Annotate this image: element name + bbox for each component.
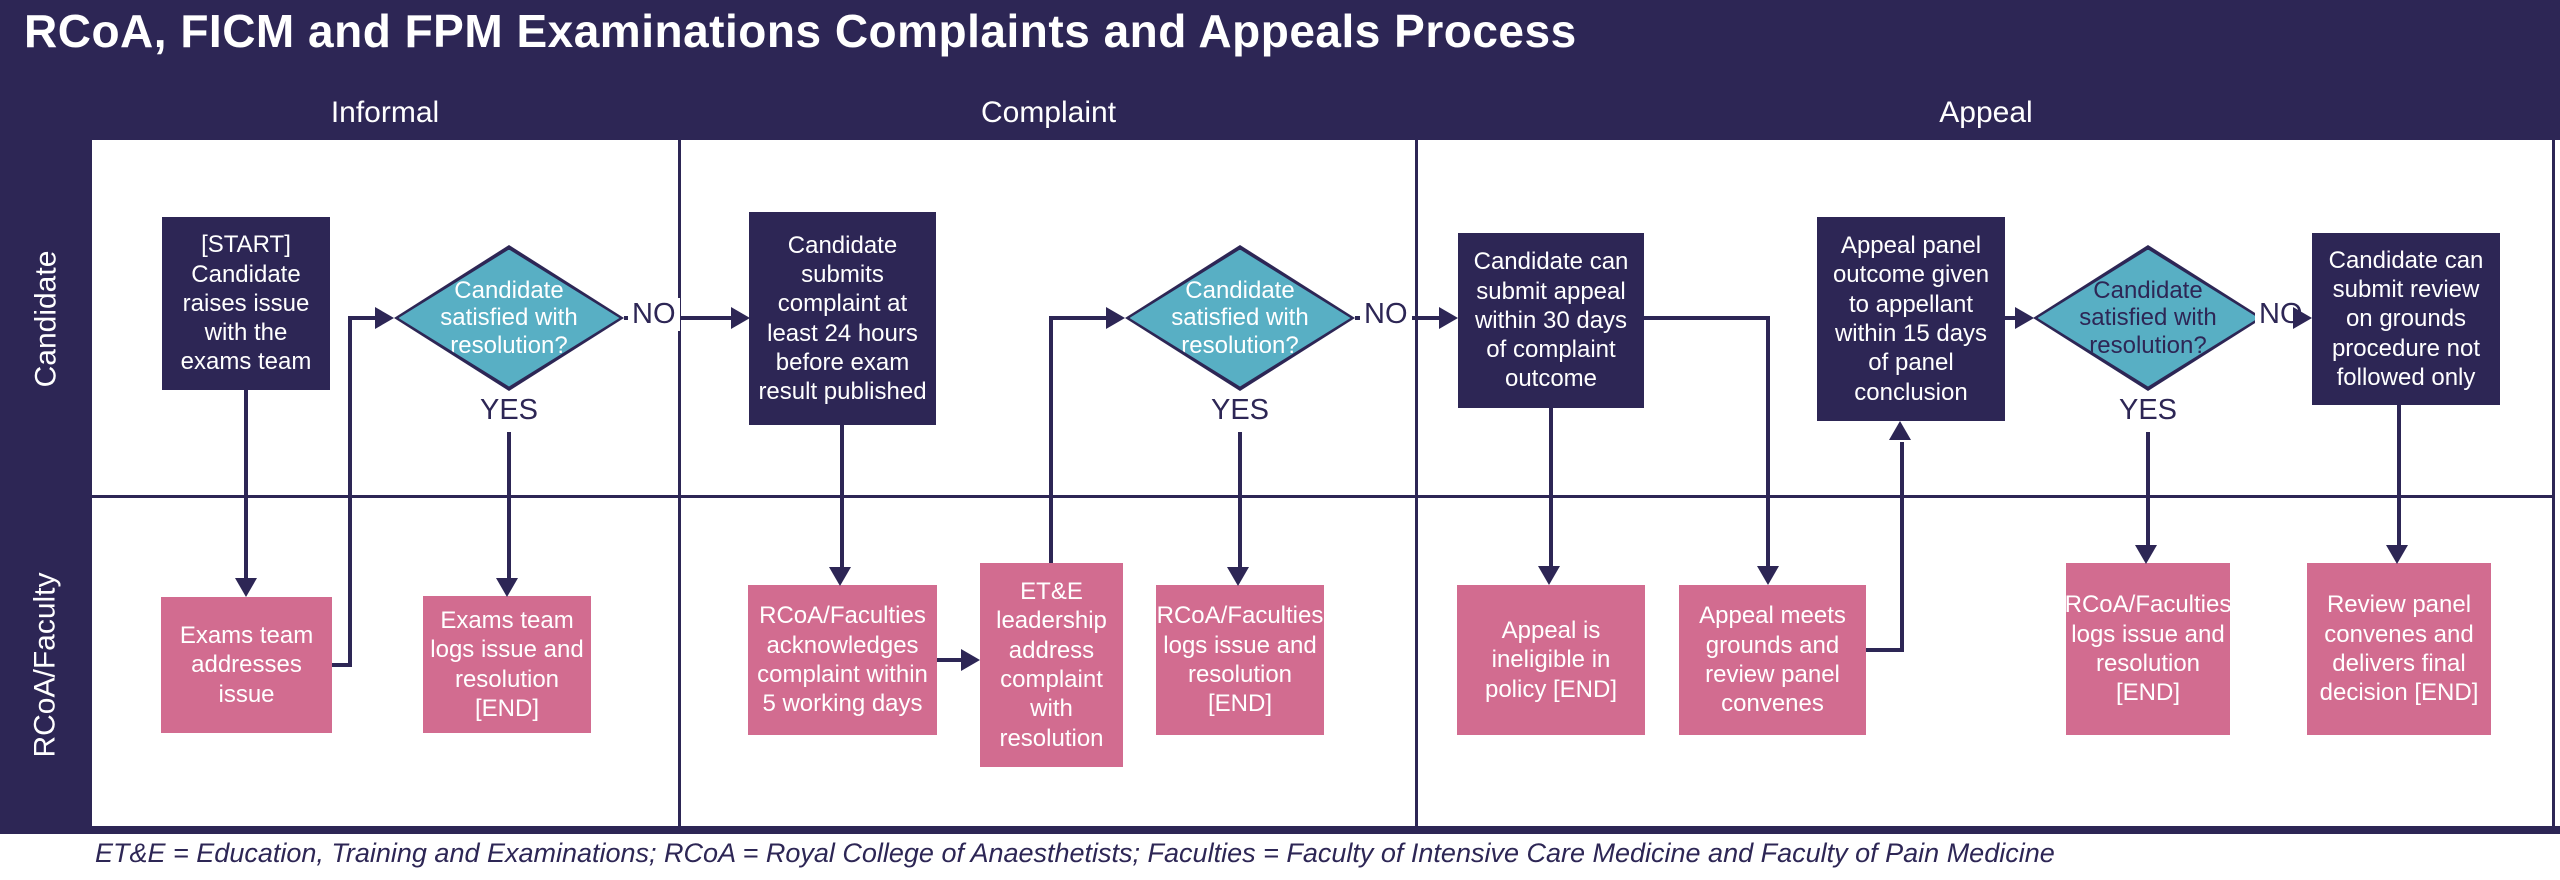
- connector-exams-elbow-h: [332, 663, 352, 667]
- no-label-1: NO: [628, 298, 680, 331]
- exams-addresses-node: Exams team addresses issue: [161, 597, 332, 733]
- connector-start-to-exams: [244, 390, 248, 578]
- column-divider-1: [678, 140, 681, 826]
- connector-appeal-to-ineligible: [1549, 408, 1553, 566]
- right-border: [2552, 140, 2555, 826]
- arrow-right-icon: [1439, 307, 1458, 329]
- arrow-down-icon: [2135, 545, 2157, 564]
- connector-d1-yes: [507, 432, 511, 578]
- arrow-down-icon: [1227, 567, 1249, 586]
- arrow-right-icon: [731, 307, 750, 329]
- appeal-submit-node: Candidate can submit appeal within 30 da…: [1458, 233, 1644, 408]
- column-header-appeal: Appeal: [1939, 96, 2033, 129]
- lane-label-rcoa-faculty: RCoA/Faculty: [0, 497, 92, 832]
- start-node-text: [START] Candidate raises issue with the …: [180, 231, 312, 376]
- review-submit-text: Candidate can submit review on grounds p…: [2328, 246, 2484, 391]
- connector-review-to-panel: [2397, 405, 2401, 546]
- connector-d2-yes: [1238, 432, 1242, 567]
- lane-sidebar: [0, 140, 92, 832]
- connector-meets-elbow-h: [1866, 648, 1904, 652]
- arrow-up-icon: [1889, 421, 1911, 440]
- arrow-right-icon: [2015, 307, 2034, 329]
- ete-leadership-text: ET&E leadership address complaint with r…: [996, 578, 1107, 752]
- connector-panel-to-d3: [2005, 316, 2019, 320]
- connector-exams-elbow-v: [348, 316, 352, 667]
- complaint-submit-text: Candidate submits complaint at least 24 …: [758, 231, 927, 406]
- rcoa-logs-complaint-node: RCoA/Faculties logs issue and resolution…: [1156, 585, 1324, 735]
- connector-ete-elbow-v: [1049, 316, 1053, 563]
- arrow-down-icon: [2386, 545, 2408, 564]
- connector-meets-elbow-v: [1900, 442, 1904, 652]
- review-submit-node: Candidate can submit review on grounds p…: [2312, 233, 2500, 405]
- exams-logs-node: Exams team logs issue and resolution [EN…: [423, 596, 591, 733]
- decision-diamond-3-fill: Candidate satisfied with resolution?: [2037, 249, 2259, 387]
- appeal-ineligible-text: Appeal is ineligible in policy [END]: [1484, 617, 1618, 703]
- header-bar: [0, 0, 2560, 140]
- decision-diamond-1-fill: Candidate satisfied with resolution?: [398, 249, 620, 387]
- appeal-submit-text: Candidate can submit appeal within 30 da…: [1473, 248, 1629, 393]
- rcoa-acknowledges-node: RCoA/Faculties acknowledges complaint wi…: [748, 585, 937, 735]
- yes-label-1: YES: [479, 394, 539, 426]
- connector-appeal-elbow-h: [1644, 316, 1770, 320]
- column-header-complaint: Complaint: [980, 96, 1117, 129]
- appeal-meets-text: Appeal meets grounds and review panel co…: [1699, 602, 1846, 718]
- rcoa-logs-complaint-text: RCoA/Faculties logs issue and resolution…: [1156, 602, 1324, 718]
- connector-ack-to-ete: [937, 658, 963, 662]
- arrow-right-icon: [2293, 307, 2312, 329]
- lane-label-rcoa-faculty-text: RCoA/Faculty: [29, 571, 62, 758]
- appeal-meets-node: Appeal meets grounds and review panel co…: [1679, 585, 1866, 735]
- rcoa-acknowledges-text: RCoA/Faculties acknowledges complaint wi…: [757, 602, 928, 718]
- complaint-submit-node: Candidate submits complaint at least 24 …: [749, 212, 936, 425]
- lane-label-candidate: Candidate: [0, 140, 92, 497]
- appeal-ineligible-node: Appeal is ineligible in policy [END]: [1457, 585, 1645, 735]
- yes-label-3: YES: [2118, 394, 2178, 426]
- page-title: RCoA, FICM and FPM Examinations Complain…: [24, 5, 1577, 57]
- connector-complaint-to-ack: [840, 425, 844, 567]
- footer-abbreviations: ET&E = Education, Training and Examinati…: [95, 838, 2055, 868]
- exams-logs-text: Exams team logs issue and resolution [EN…: [430, 606, 584, 722]
- arrow-down-icon: [235, 578, 257, 597]
- panel-outcome-text: Appeal panel outcome given to appellant …: [1832, 232, 1990, 406]
- review-panel-node: Review panel convenes and delivers final…: [2307, 563, 2491, 735]
- panel-outcome-node: Appeal panel outcome given to appellant …: [1817, 217, 2005, 421]
- decision-diamond-2-text: Candidate satisfied with resolution?: [1171, 276, 1309, 359]
- no-label-2: NO: [1360, 298, 1412, 331]
- yes-label-2: YES: [1210, 394, 1270, 426]
- arrow-down-icon: [1538, 566, 1560, 585]
- column-header-informal: Informal: [330, 96, 440, 129]
- connector-appeal-elbow-v: [1766, 316, 1770, 566]
- rcoa-logs-appeal-text: RCoA/Faculties logs issue and resolution…: [2064, 591, 2232, 707]
- column-divider-2: [1415, 140, 1418, 826]
- arrow-down-icon: [496, 578, 518, 597]
- ete-leadership-node: ET&E leadership address complaint with r…: [980, 563, 1123, 767]
- exams-addresses-text: Exams team addresses issue: [179, 622, 314, 708]
- connector-exams-to-d1: [348, 316, 378, 320]
- decision-diamond-3: Candidate satisfied with resolution?: [2033, 245, 2263, 391]
- review-panel-text: Review panel convenes and delivers final…: [2319, 591, 2479, 707]
- decision-diamond-1: Candidate satisfied with resolution?: [394, 245, 624, 391]
- bottom-border: [0, 826, 2560, 834]
- arrow-right-icon: [1106, 307, 1125, 329]
- connector-ete-to-d2: [1049, 316, 1109, 320]
- lane-label-candidate-text: Candidate: [29, 250, 62, 387]
- lane-divider: [92, 495, 2555, 498]
- arrow-down-icon: [829, 567, 851, 586]
- connector-d3-yes: [2146, 432, 2150, 546]
- arrow-right-icon: [961, 649, 980, 671]
- decision-diamond-3-text: Candidate satisfied with resolution?: [2079, 276, 2217, 359]
- arrow-right-icon: [375, 307, 394, 329]
- decision-diamond-2: Candidate satisfied with resolution?: [1125, 245, 1355, 391]
- start-node: [START] Candidate raises issue with the …: [162, 217, 330, 390]
- decision-diamond-1-text: Candidate satisfied with resolution?: [440, 276, 578, 359]
- arrow-down-icon: [1757, 566, 1779, 585]
- decision-diamond-2-fill: Candidate satisfied with resolution?: [1129, 249, 1351, 387]
- rcoa-logs-appeal-node: RCoA/Faculties logs issue and resolution…: [2064, 563, 2232, 735]
